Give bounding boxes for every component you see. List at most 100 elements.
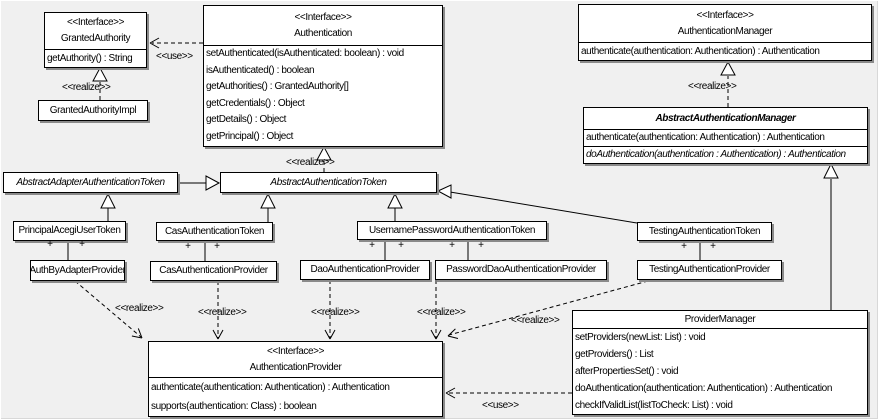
realize-arrow-passworddaoauthenticationprovider (430, 280, 442, 340)
class-name: AuthByAdapterProvider (30, 264, 125, 276)
use-arrow-authentication-grantedauthority (149, 37, 203, 49)
generalization-usernamepassword-token (387, 192, 403, 221)
method: getAuthorities() : GrantedAuthority[] (206, 81, 349, 93)
multiplicity-plus: + (478, 240, 484, 251)
multiplicity-plus: + (710, 241, 716, 252)
class-name: CasAuthenticationProvider (159, 265, 268, 276)
realize-label: <<realize>> (511, 315, 560, 326)
class-name: UsernamePasswordAuthenticationToken (368, 224, 536, 236)
class-name: PrincipalAcegiUserToken (18, 225, 121, 236)
class-box-cas-authentication-token: CasAuthenticationToken (156, 222, 273, 241)
method: supports(authentication: Class) : boolea… (151, 401, 317, 412)
multiplicity-plus: + (79, 239, 85, 250)
class-name: TestingAuthenticationToken (648, 225, 761, 237)
class-box-password-dao-authentication-provider: PasswordDaoAuthenticationProvider (435, 260, 607, 280)
multiplicity-plus: + (398, 240, 404, 251)
class-box-auth-by-adapter-provider: AuthByAdapterProvider (30, 260, 125, 281)
realize-arrow-abstractauthenticationmanager (720, 60, 736, 107)
realize-label: <<realize>> (311, 307, 360, 318)
class-title: ProviderManager (573, 311, 867, 329)
use-label: <<use>> (156, 51, 193, 62)
class-title: <<Interface>> Authentication (204, 6, 442, 46)
class-box-username-password-authentication-token: UsernamePasswordAuthenticationToken (357, 221, 547, 240)
class-box-dao-authentication-provider: DaoAuthenticationProvider (300, 260, 430, 280)
stereotype: <<Interface>> (696, 9, 754, 21)
method: authenticate(authentication: Authenticat… (581, 46, 820, 57)
method: getCredentials() : Object (206, 97, 305, 109)
method: setProviders(newList: List) : void (575, 332, 706, 343)
class-box-authentication: <<Interface>> Authentication setAuthenti… (203, 5, 443, 147)
class-box-abstract-authentication-token: AbstractAuthenticationToken (220, 172, 437, 193)
realize-label: <<realize>> (115, 303, 164, 314)
method: authenticate(authentication: Authenticat… (584, 130, 867, 147)
method: authenticate(authentication: Authenticat… (151, 382, 390, 393)
class-name: AbstractAuthenticationToken (270, 176, 387, 188)
realize-label: <<realize>> (198, 307, 247, 318)
realize-arrow-authbyadapterprovider (74, 280, 143, 339)
class-box-testing-authentication-token: TestingAuthenticationToken (637, 222, 772, 241)
class-box-abstract-authentication-manager: AbstractAuthenticationManager authentica… (583, 107, 868, 164)
class-title: <<Interface>> AuthenticationManager (579, 5, 871, 43)
class-box-authentication-manager: <<Interface>> AuthenticationManager auth… (578, 4, 872, 61)
realize-arrow-grantedauthorityimpl (92, 66, 108, 100)
realize-arrow-daoauthenticationprovider (324, 280, 336, 340)
class-name: ProviderManager (684, 313, 756, 325)
class-box-granted-authority: <<Interface>> GrantedAuthority getAuthor… (44, 12, 147, 68)
class-name: GrantedAuthority (60, 33, 131, 44)
multiplicity-plus: + (47, 239, 53, 250)
class-box-authentication-provider: <<Interface>> AuthenticationProvider aut… (148, 341, 443, 417)
method: doAuthentication(authentication: Authent… (575, 383, 832, 394)
generalization-adapter-token (178, 175, 221, 191)
method: setAuthenticated(isAuthenticated: boolea… (206, 48, 404, 59)
class-box-principal-acegi-user-token: PrincipalAcegiUserToken (13, 221, 126, 241)
method: getProviders() : List (575, 349, 654, 360)
realize-label: <<realize>> (286, 157, 335, 168)
class-title: <<Interface>> GrantedAuthority (45, 13, 146, 50)
class-name: CasAuthenticationToken (164, 225, 265, 237)
class-name: GrantedAuthorityImpl (49, 104, 137, 116)
class-title: AbstractAuthenticationManager (584, 108, 867, 130)
stereotype: <<Interface>> (66, 17, 125, 28)
class-name: AuthenticationProvider (249, 361, 342, 373)
method: getAuthority() : String (47, 53, 133, 64)
generalization-principal-token (100, 192, 116, 221)
class-box-provider-manager: ProviderManager setProviders(newList: Li… (572, 310, 868, 415)
realize-label: <<realize>> (62, 82, 111, 93)
use-label: <<use>> (482, 400, 519, 411)
method: isAuthenticated() : boolean (206, 64, 315, 76)
realize-arrow-abstractauthenticationtoken (316, 145, 332, 172)
realize-label: <<realize>> (417, 307, 466, 318)
generalization-cas-token (260, 192, 276, 222)
realize-arrow-testingauthenticationprovider (447, 280, 649, 339)
method: getPrincipal() : Object (206, 130, 293, 142)
class-box-cas-authentication-provider: CasAuthenticationProvider (150, 261, 277, 281)
method: checkIfValidList(listToCheck: List) : vo… (575, 400, 733, 411)
generalization-providermanager (823, 162, 839, 310)
multiplicity-plus: + (369, 240, 375, 251)
method: afterPropertiesSet() : void (575, 366, 679, 377)
class-name: PasswordDaoAuthenticationProvider (446, 264, 596, 275)
use-arrow-providermanager (445, 387, 572, 399)
realize-arrow-casauthenticationprovider (212, 281, 224, 340)
stereotype: <<Interface>> (266, 345, 325, 357)
class-box-granted-authority-impl: GrantedAuthorityImpl (38, 100, 148, 121)
class-name: DaoAuthenticationProvider (310, 264, 420, 275)
realize-label: <<realize>> (688, 81, 737, 92)
class-name: Authentication (294, 27, 352, 39)
multiplicity-plus: + (681, 241, 687, 252)
class-name: TestingAuthenticationProvider (649, 264, 770, 275)
method-abstract: doAuthentication(authentication : Authen… (586, 149, 846, 160)
multiplicity-plus: + (185, 241, 191, 252)
class-name: AbstractAuthenticationManager (655, 112, 796, 124)
method: getDetails() : Object (206, 114, 286, 126)
class-title: <<Interface>> AuthenticationProvider (149, 342, 442, 378)
class-box-abstract-adapter-authentication-token: AbstractAdapterAuthenticationToken (3, 172, 178, 193)
multiplicity-plus: + (449, 240, 455, 251)
generalization-testing-token (436, 184, 638, 224)
multiplicity-plus: + (214, 241, 220, 252)
class-name: AbstractAdapterAuthenticationToken (16, 176, 165, 188)
class-box-testing-authentication-provider: TestingAuthenticationProvider (637, 260, 782, 280)
class-name: AuthenticationManager (677, 25, 773, 37)
stereotype: <<Interface>> (294, 11, 352, 23)
